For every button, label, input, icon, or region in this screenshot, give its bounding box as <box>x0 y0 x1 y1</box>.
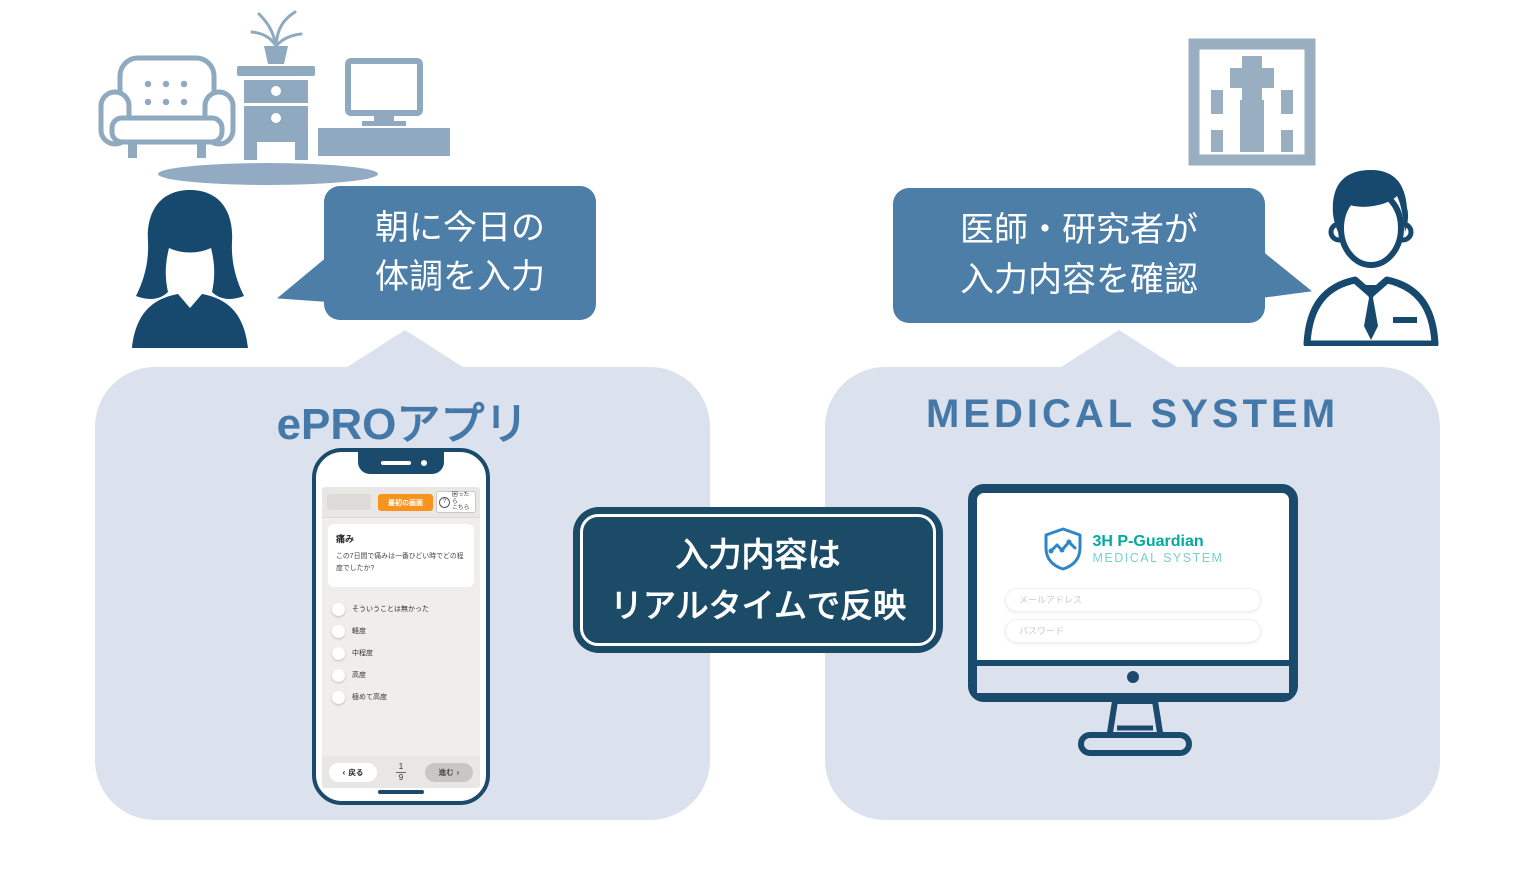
patient-speech-bubble: 朝に今日の 体調を入力 <box>277 186 596 320</box>
next-button[interactable]: 進む › <box>424 762 473 782</box>
phone-footer-nav: ‹ 戻る 1 9 進む › <box>322 756 480 788</box>
radio-icon[interactable] <box>332 646 345 660</box>
answer-option[interactable]: そういうことは無かった <box>332 602 470 616</box>
monitor-chin <box>977 660 1289 693</box>
shield-chart-icon <box>1044 527 1081 571</box>
phone-app-header: 最初の画面 ? 困ったら こちら <box>322 487 480 518</box>
chevron-right-icon: › <box>456 767 460 777</box>
phone-home-button[interactable]: 最初の画面 <box>378 494 433 511</box>
hospital-icon <box>1188 38 1316 166</box>
page-indicator: 1 9 <box>395 762 407 783</box>
phone-notch <box>358 451 444 474</box>
patient-bubble-line2: 体調を入力 <box>375 258 545 296</box>
monitor-stand <box>1078 699 1192 756</box>
radio-icon[interactable] <box>332 690 345 704</box>
epro-panel-pointer <box>344 330 466 369</box>
logo-subtitle: MEDICAL SYSTEM <box>1092 551 1224 566</box>
doctor-bubble-line1: 医師・研究者が <box>960 211 1198 250</box>
question-title: 痛み <box>336 534 355 544</box>
phone-back-ghost-button[interactable] <box>327 494 371 510</box>
email-field[interactable] <box>1005 588 1261 612</box>
answer-option[interactable]: 軽度 <box>332 624 470 638</box>
doctor-speech-bubble: 医師・研究者が 入力内容を確認 <box>893 188 1312 323</box>
webcam-dot <box>1127 671 1139 683</box>
question-text: この7日間で痛みは一番ひどい時でどの程度でしたか? <box>336 553 464 573</box>
patient-bubble-line1: 朝に今日の <box>375 208 545 247</box>
phone-camera-dot <box>421 460 427 466</box>
medical-system-logo: 3H P-Guardian MEDICAL SYSTEM <box>977 527 1289 571</box>
monitor-mockup: 3H P-Guardian MEDICAL SYSTEM <box>968 484 1298 702</box>
medical-system-panel-pointer <box>1058 330 1180 369</box>
password-field[interactable] <box>1005 619 1261 643</box>
phone-home-indicator <box>378 790 424 794</box>
doctor-bubble-line2: 入力内容を確認 <box>960 260 1198 299</box>
question-circle-icon: ? <box>439 496 450 508</box>
answer-option[interactable]: 高度 <box>332 668 470 682</box>
couch-icon <box>98 55 236 158</box>
logo-title: 3H P-Guardian <box>1092 532 1204 550</box>
phone-mockup: 最初の画面 ? 困ったら こちら 痛み この7日間で痛みは一番ひどい時でどの程度… <box>312 448 490 805</box>
logo-text: 3H P-Guardian MEDICAL SYSTEM <box>1093 532 1224 566</box>
rug-ellipse <box>158 163 378 185</box>
radio-icon[interactable] <box>332 624 345 638</box>
phone-speaker-line <box>381 461 411 465</box>
realtime-sync-text: 入力内容は リアルタイムで反映 <box>580 514 936 646</box>
epro-panel-title: ePROアプリ <box>276 400 529 449</box>
back-button[interactable]: ‹ 戻る <box>329 762 377 782</box>
answer-options: そういうことは無かった 軽度 中程度 高度 極めて高度 <box>322 593 480 704</box>
phone-help-button[interactable]: ? 困ったら こちら <box>436 491 476 513</box>
medical-system-panel-title: MEDICAL SYSTEM <box>925 392 1340 436</box>
radio-icon[interactable] <box>332 602 345 616</box>
phone-help-label: 困ったら こちら <box>452 491 470 512</box>
answer-option[interactable]: 極めて高度 <box>332 690 470 704</box>
speech-tail-left <box>277 256 328 302</box>
side-table-plant-icon <box>237 10 315 160</box>
question-card: 痛み この7日間で痛みは一番ひどい時でどの程度でしたか? <box>328 524 474 587</box>
tv-icon <box>318 58 450 156</box>
patient-avatar <box>132 190 248 348</box>
chevron-left-icon: ‹ <box>342 767 346 777</box>
realtime-sync-box: 入力内容は リアルタイムで反映 <box>573 507 943 653</box>
radio-icon[interactable] <box>332 668 345 682</box>
answer-option[interactable]: 中程度 <box>332 646 470 660</box>
doctor-avatar <box>1303 170 1439 346</box>
phone-screen: 最初の画面 ? 困ったら こちら 痛み この7日間で痛みは一番ひどい時でどの程度… <box>322 487 480 788</box>
